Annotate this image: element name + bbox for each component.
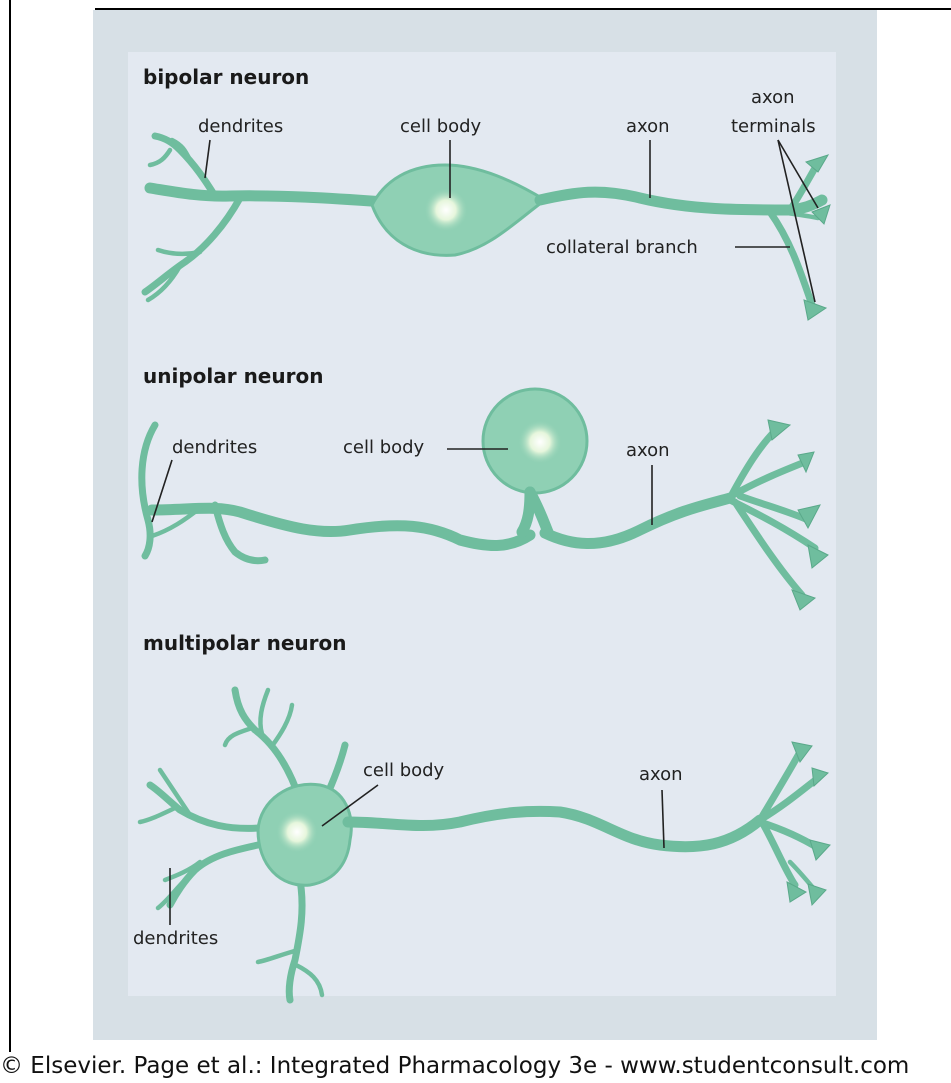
bipolar-neuron: bipolar neuron dendrites cell body: [143, 65, 830, 320]
multipolar-axon-label: axon: [639, 764, 683, 785]
bipolar-axon-label: axon: [626, 116, 670, 137]
bipolar-axon-terminals-label-1: axon: [751, 87, 795, 108]
unipolar-neuron: unipolar neuron dendrites: [142, 364, 828, 610]
multipolar-axon-leader: [662, 790, 664, 848]
bipolar-dendrites-label: dendrites: [198, 116, 283, 137]
unipolar-title: unipolar neuron: [143, 364, 323, 388]
multipolar-title: multipolar neuron: [143, 631, 346, 655]
multipolar-neuron: multipolar neuron: [133, 631, 830, 1000]
bipolar-dendrites: [145, 136, 385, 300]
multipolar-dendrites-label: dendrites: [133, 928, 218, 949]
unipolar-dendrites-label: dendrites: [172, 437, 257, 458]
multipolar-nucleus: [276, 811, 318, 853]
bipolar-axon-terminals-label-2: terminals: [731, 116, 816, 137]
bipolar-collateral-label: collateral branch: [546, 237, 698, 258]
bipolar-cell-body-label: cell body: [400, 116, 482, 137]
unipolar-axon-label: axon: [626, 440, 670, 461]
multipolar-cell-body-label: cell body: [363, 760, 445, 781]
copyright-footer: © Elsevier. Page et al.: Integrated Phar…: [0, 1049, 951, 1083]
unipolar-cell-body-label: cell body: [343, 437, 425, 458]
unipolar-nucleus: [518, 420, 562, 464]
bipolar-title: bipolar neuron: [143, 65, 309, 89]
bipolar-nucleus: [424, 188, 468, 232]
bipolar-dendrites-leader: [205, 140, 210, 178]
